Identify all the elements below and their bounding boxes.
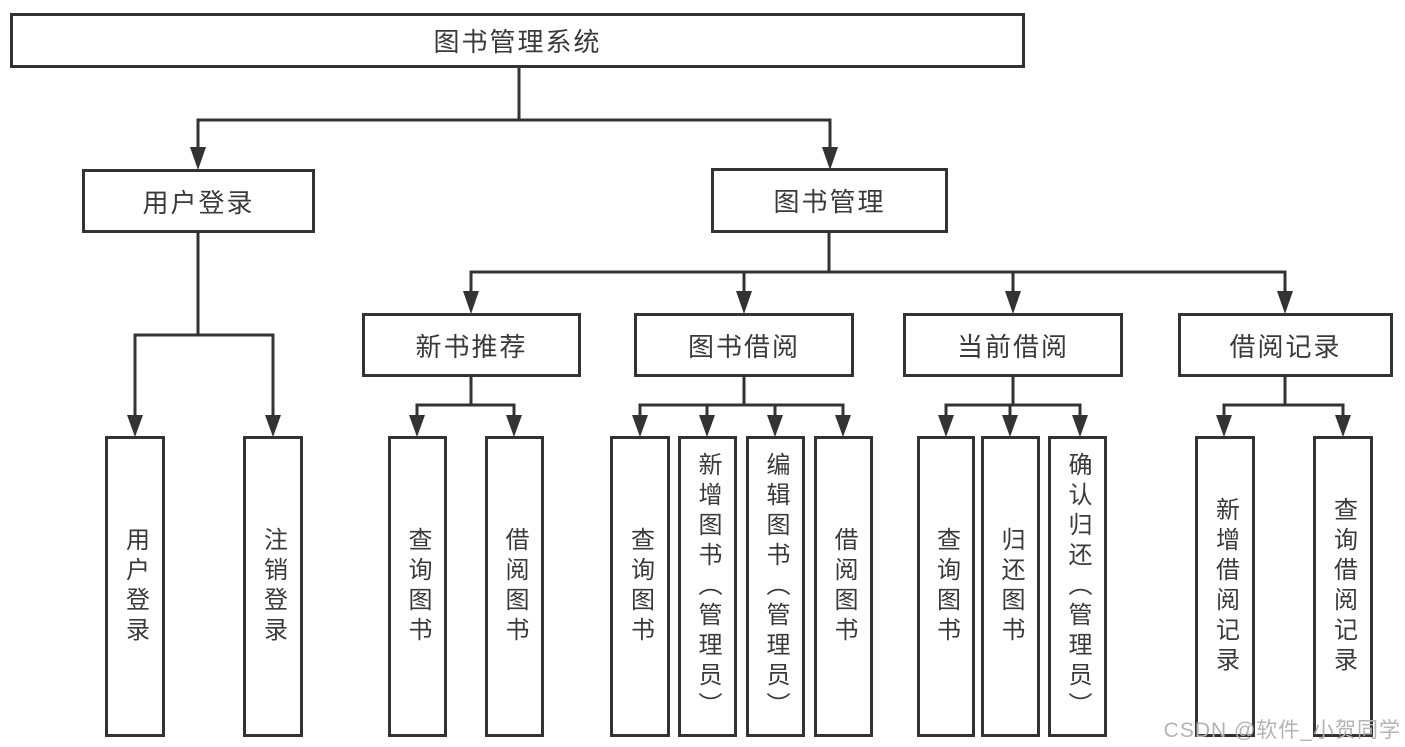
leaf-borrowing-borrow-label: 借阅图书 <box>830 526 857 647</box>
node-book-borrowing: 图书借阅 <box>634 313 854 377</box>
leaf-borrowing-borrow: 借阅图书 <box>814 436 873 737</box>
node-root-system-label: 图书管理系统 <box>433 27 602 57</box>
leaf-records-query-label: 查询借阅记录 <box>1329 496 1357 677</box>
leaf-current-confirm-return-admin: 确认归还（管理员） <box>1048 436 1107 737</box>
leaf-borrowing-edit-admin-label: 编辑图书（管理员） <box>762 451 789 722</box>
node-new-book-recommend-label: 新书推荐 <box>415 331 528 362</box>
leaf-newbooks-query-label: 查询图书 <box>404 526 431 647</box>
leaf-current-query: 查询图书 <box>917 436 975 737</box>
leaf-user-login: 用户登录 <box>105 436 165 737</box>
node-book-management: 图书管理 <box>711 168 948 233</box>
connector-book-management-to-modules <box>463 231 1293 314</box>
leaf-records-add: 新增借阅记录 <box>1195 436 1255 737</box>
connector-book-borrowing-to-leaves <box>632 375 851 437</box>
node-borrowing-records: 借阅记录 <box>1178 313 1393 377</box>
node-current-borrowing: 当前借阅 <box>903 313 1123 377</box>
leaf-borrowing-query: 查询图书 <box>610 436 670 737</box>
leaf-newbooks-query: 查询图书 <box>388 436 447 737</box>
leaf-borrowing-add-admin: 新增图书（管理员） <box>678 436 737 737</box>
leaf-current-return: 归还图书 <box>981 436 1040 737</box>
leaf-newbooks-borrow: 借阅图书 <box>485 436 544 737</box>
connector-borrowing-records-to-leaves <box>1216 375 1351 437</box>
node-current-borrowing-label: 当前借阅 <box>956 331 1069 362</box>
leaf-logout-label: 注销登录 <box>259 526 287 647</box>
leaf-current-confirm-return-admin-label: 确认归还（管理员） <box>1064 451 1091 722</box>
leaf-records-add-label: 新增借阅记录 <box>1211 496 1239 677</box>
csdn-watermark: CSDN @软件_小贺同学 <box>1163 719 1401 742</box>
node-user-login: 用户登录 <box>82 169 315 233</box>
leaf-newbooks-borrow-label: 借阅图书 <box>501 526 528 647</box>
leaf-records-query: 查询借阅记录 <box>1313 436 1373 737</box>
leaf-user-login-label: 用户登录 <box>121 526 149 647</box>
node-new-book-recommend: 新书推荐 <box>362 313 581 377</box>
connector-user-login-to-leaves <box>127 231 281 437</box>
leaf-current-query-label: 查询图书 <box>932 526 960 647</box>
connector-current-borrowing-to-leaves <box>938 375 1088 437</box>
node-root-system: 图书管理系统 <box>10 13 1025 68</box>
leaf-borrowing-edit-admin: 编辑图书（管理员） <box>746 436 805 737</box>
connector-new-books-to-leaves <box>409 375 522 437</box>
node-book-borrowing-label: 图书借阅 <box>687 331 800 362</box>
leaf-borrowing-add-admin-label: 新增图书（管理员） <box>694 451 721 722</box>
node-borrowing-records-label: 借阅记录 <box>1229 331 1342 362</box>
connector-root-to-branches <box>190 66 838 170</box>
node-book-management-label: 图书管理 <box>773 187 886 217</box>
node-user-login-label: 用户登录 <box>142 187 255 218</box>
leaf-logout: 注销登录 <box>243 436 303 737</box>
leaf-borrowing-query-label: 查询图书 <box>626 526 654 647</box>
leaf-current-return-label: 归还图书 <box>997 526 1024 647</box>
